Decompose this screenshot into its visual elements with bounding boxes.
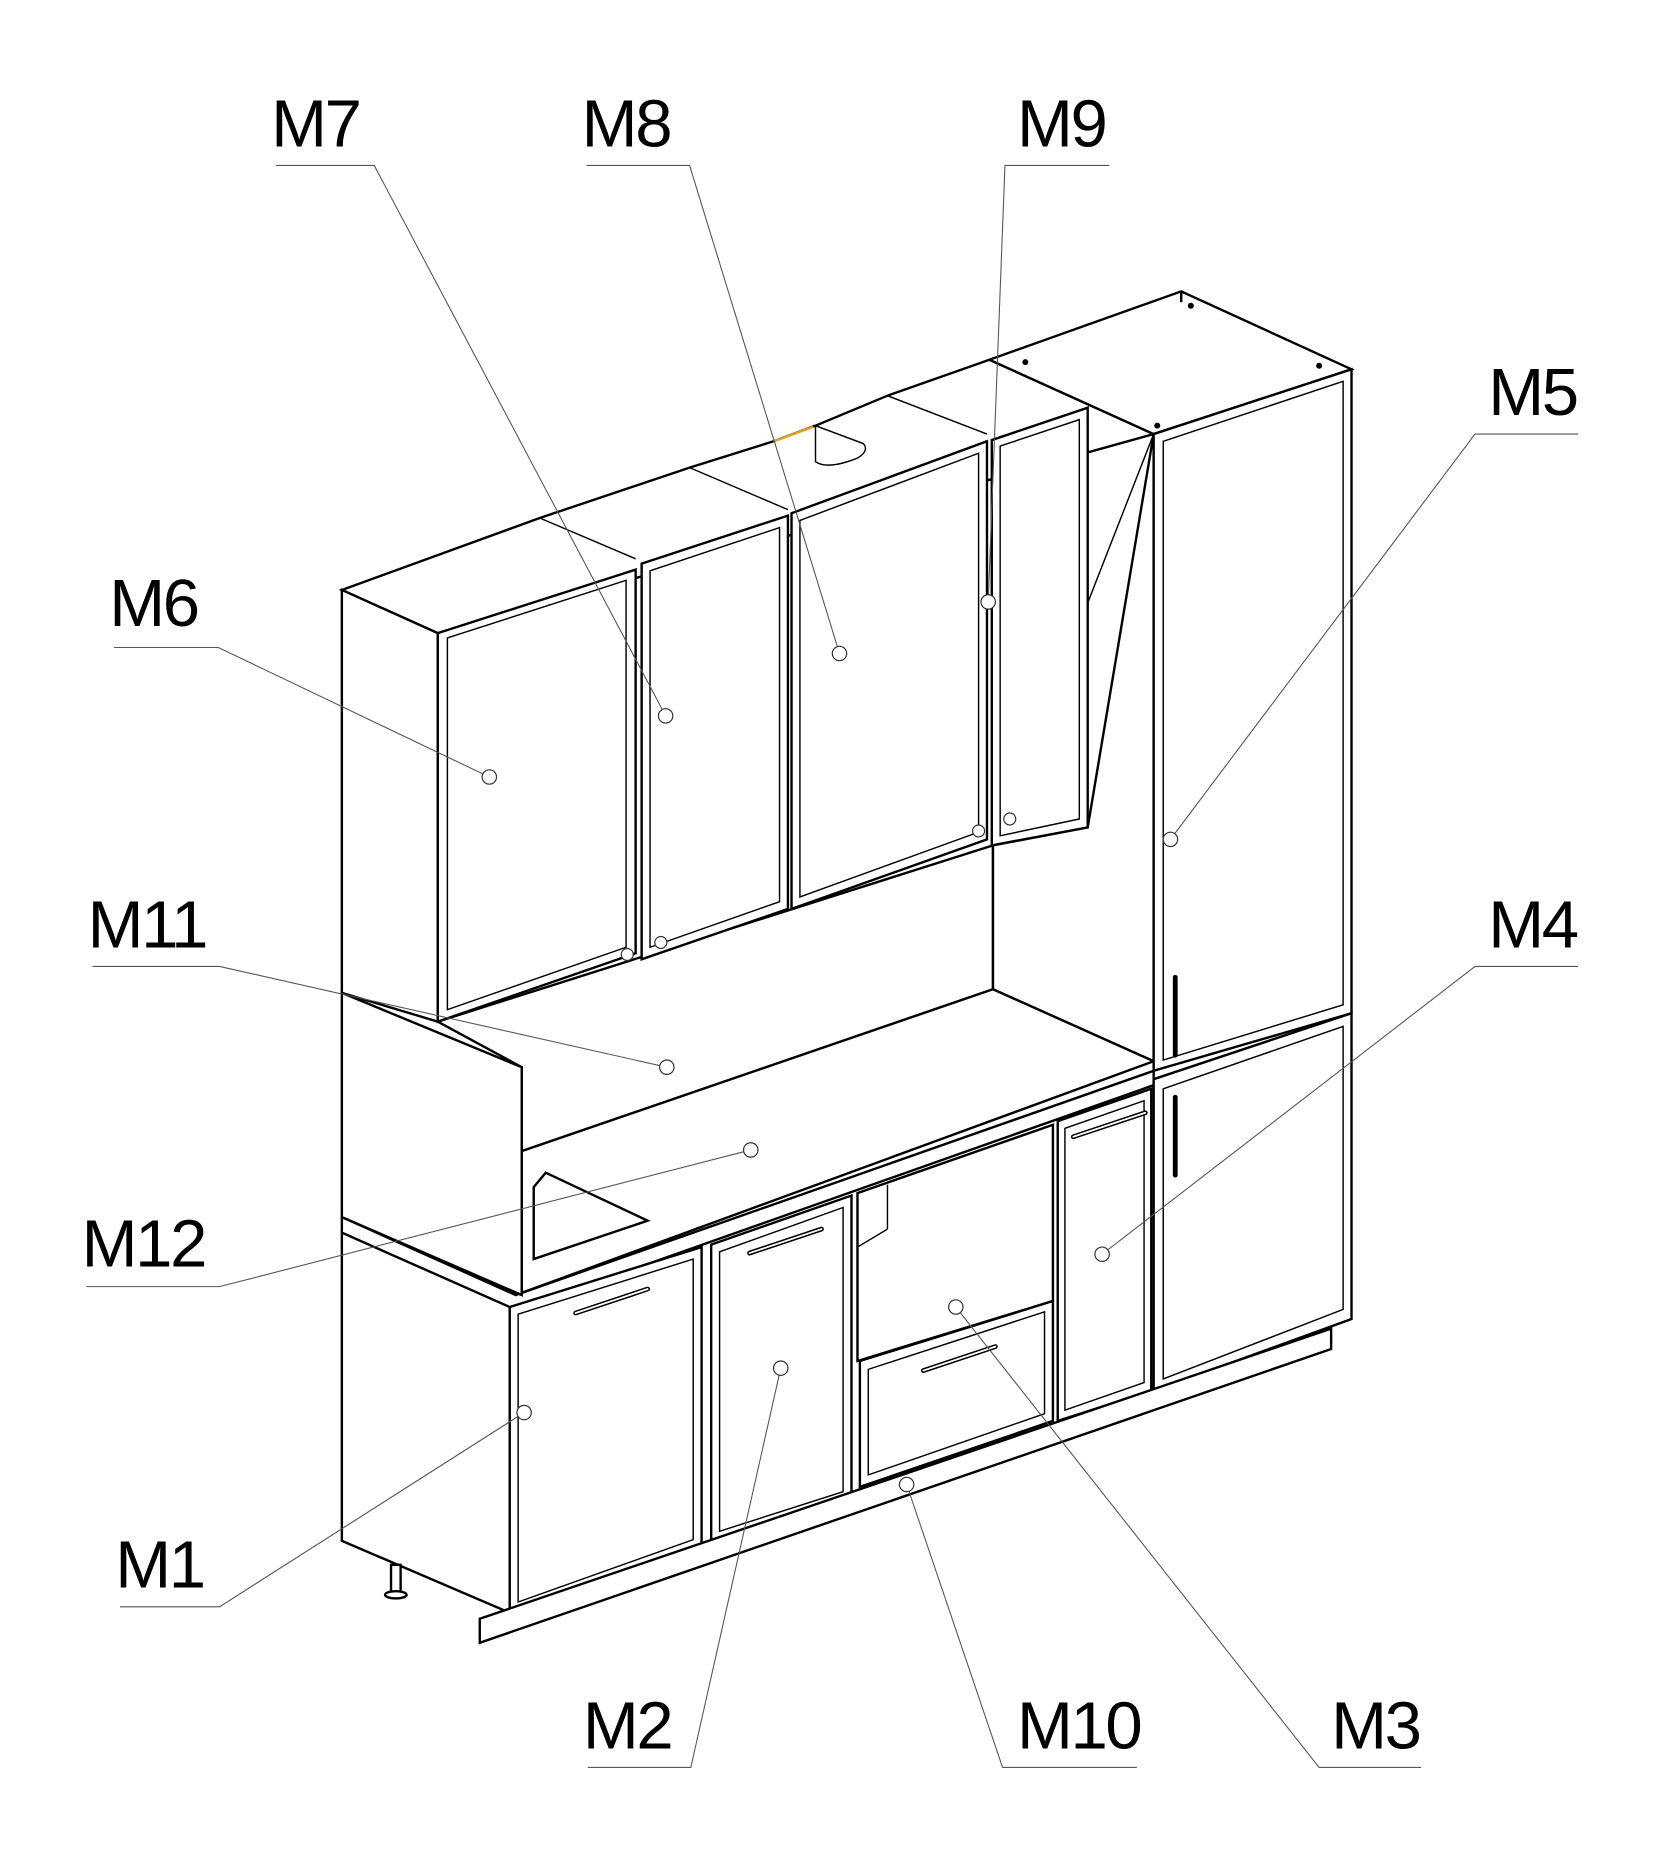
label-m8: M8 [582,86,671,161]
cabinet-drawing [338,290,1355,1645]
label-m12: M12 [82,1206,205,1281]
leader-lines [86,164,1579,1769]
door-m9[interactable] [990,406,1089,847]
tall-door-upper[interactable] [1152,367,1353,1073]
label-m10: M10 [1017,1688,1140,1763]
side-return-panel [340,991,523,1297]
label-m9: M9 [1017,86,1106,161]
door-m8[interactable] [790,439,989,911]
label-m4: M4 [1488,887,1578,962]
sink-cutout [532,1171,651,1261]
left-side-panel-upper [340,588,439,1024]
label-m5: M5 [1488,355,1577,430]
label-m1: M1 [115,1528,204,1603]
door-m6[interactable] [436,567,637,1024]
label-m6: M6 [109,566,198,641]
label-m2: M2 [583,1688,671,1763]
label-m11: M11 [88,887,206,962]
door-m7[interactable] [640,513,790,961]
callout-labels: M7 M8 M9 M6 M5 M11 M4 M12 M1 M2 M10 M3 [82,86,1580,1763]
label-m7: M7 [271,86,359,161]
label-m3: M3 [1331,1688,1420,1763]
drawer-front[interactable] [858,1299,1055,1489]
tall-door-lower[interactable] [1152,1011,1353,1393]
